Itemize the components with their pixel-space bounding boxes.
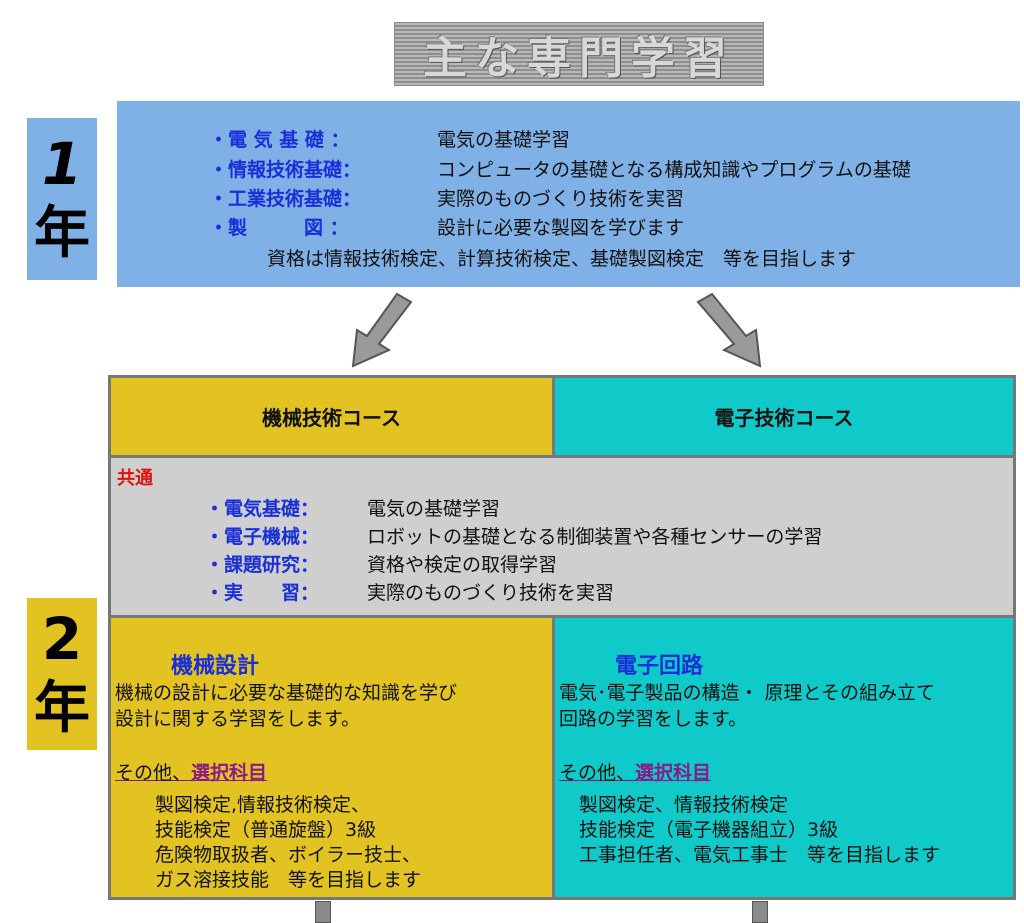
year1-item-label: ・工業技術基礎： <box>209 188 362 210</box>
year1-item-label: ・電 気 基 礎 ： <box>209 129 350 151</box>
arrow-down-right-icon <box>696 292 762 368</box>
elec-qual-line: 工事担任者、電気工事士 等を目指します <box>579 844 941 866</box>
year2-badge-kanji: 年 <box>34 676 90 741</box>
common-section: 共通 ・電気基礎： 電気の基礎学習 ・電子機械： ロボットの基礎となる制御装置や… <box>111 458 1013 618</box>
common-item-label: ・電気基礎： <box>205 498 320 520</box>
year1-item: ・電 気 基 礎 ： 電気の基礎学習 <box>209 125 570 152</box>
elec-elective-link[interactable]: 選択科目 <box>635 762 712 784</box>
year1-item-label: ・情報技術基礎： <box>209 159 362 181</box>
common-title: 共通 <box>117 468 153 489</box>
mech-course-header: 機械技術コース <box>111 378 555 458</box>
page-title-banner: 主な専門学習 <box>394 22 764 86</box>
mech-qual-line: 危険物取扱者、ボイラー技士、 <box>155 844 422 866</box>
elec-subtitle: 電子回路 <box>615 654 704 679</box>
elec-course-body: 電子回路 電気･電子製品の構造・ 原理とその組み立て 回路の学習をします。 その… <box>555 618 1013 897</box>
arrow-stub-icon <box>752 901 768 923</box>
page-title: 主な専門学習 <box>423 33 735 84</box>
common-item: ・電気基礎： 電気の基礎学習 <box>205 494 500 521</box>
elec-course-header: 電子技術コース <box>555 378 1013 458</box>
year1-item-desc: 設計に必要な製図を学びます <box>437 217 685 239</box>
common-item: ・実 習： 実際のものづくり技術を実習 <box>205 578 614 605</box>
year2-badge: 2 年 <box>27 598 97 750</box>
year1-item-desc: 実際のものづくり技術を実習 <box>437 188 685 210</box>
mech-course-body: 機械設計 機械の設計に必要な基礎的な知識を学び 設計に関する学習をします。 その… <box>111 618 555 897</box>
year1-badge-kanji: 年 <box>34 201 90 266</box>
elec-other-prefix: その他、 <box>559 762 636 784</box>
year1-item-label: ・製 図 ： <box>209 217 349 239</box>
mech-qual-line: 技能検定（普通旋盤）3級 <box>155 819 377 841</box>
year1-badge: 1 年 <box>27 118 97 280</box>
elec-qual-line: 技能検定（電子機器組立）3級 <box>579 819 839 841</box>
elec-other-line: その他、選択科目 <box>559 758 711 785</box>
mech-course-title: 機械技術コース <box>262 406 401 430</box>
common-item-desc: 資格や検定の取得学習 <box>367 554 558 576</box>
common-item-desc: ロボットの基礎となる制御装置や各種センサーの学習 <box>367 526 823 548</box>
arrow-stub-icon <box>315 901 331 923</box>
mech-elective-link[interactable]: 選択科目 <box>191 762 268 784</box>
year1-item: ・工業技術基礎： 実際のものづくり技術を実習 <box>209 184 684 211</box>
elec-desc-line: 電気･電子製品の構造・ 原理とその組み立て <box>559 682 935 704</box>
year2-course-table: 機械技術コース 電子技術コース 共通 ・電気基礎： 電気の基礎学習 ・電子機械：… <box>108 375 1016 900</box>
common-item: ・課題研究： 資格や検定の取得学習 <box>205 550 557 577</box>
year1-item-desc: コンピュータの基礎となる構成知識やプログラムの基礎 <box>437 159 911 181</box>
common-item-desc: 電気の基礎学習 <box>367 498 501 520</box>
year1-panel: ・電 気 基 礎 ： 電気の基礎学習 ・情報技術基礎： コンピュータの基礎となる… <box>117 101 1020 287</box>
year1-item: ・製 図 ： 設計に必要な製図を学びます <box>209 213 684 240</box>
common-item-label: ・電子機械： <box>205 526 320 548</box>
common-item-label: ・実 習： <box>205 582 320 604</box>
elec-qual-line: 製図検定、情報技術検定 <box>579 794 789 816</box>
year2-badge-number: 2 <box>41 605 83 673</box>
mech-subtitle: 機械設計 <box>171 654 260 679</box>
mech-desc-line: 機械の設計に必要な基礎的な知識を学び <box>115 682 458 704</box>
mech-qual-line: ガス溶接技能 等を目指します <box>155 869 422 891</box>
common-item: ・電子機械： ロボットの基礎となる制御装置や各種センサーの学習 <box>205 522 822 549</box>
arrow-down-left-icon <box>351 292 413 368</box>
common-item-label: ・課題研究： <box>205 554 320 576</box>
year1-badge-number: 1 <box>41 130 83 198</box>
year1-item-desc: 電気の基礎学習 <box>437 129 571 151</box>
mech-desc-line: 設計に関する学習をします。 <box>115 708 361 730</box>
year1-qualifications: 資格は情報技術検定、計算技術検定、基礎製図検定 等を目指します <box>267 248 857 270</box>
elec-course-title: 電子技術コース <box>714 406 854 430</box>
year1-item: ・情報技術基礎： コンピュータの基礎となる構成知識やプログラムの基礎 <box>209 155 911 182</box>
mech-qual-line: 製図検定,情報技術検定、 <box>155 794 371 816</box>
elec-desc-line: 回路の学習をします。 <box>559 708 748 730</box>
common-item-desc: 実際のものづくり技術を実習 <box>367 582 615 604</box>
mech-other-prefix: その他、 <box>115 762 192 784</box>
mech-other-line: その他、選択科目 <box>115 758 267 785</box>
